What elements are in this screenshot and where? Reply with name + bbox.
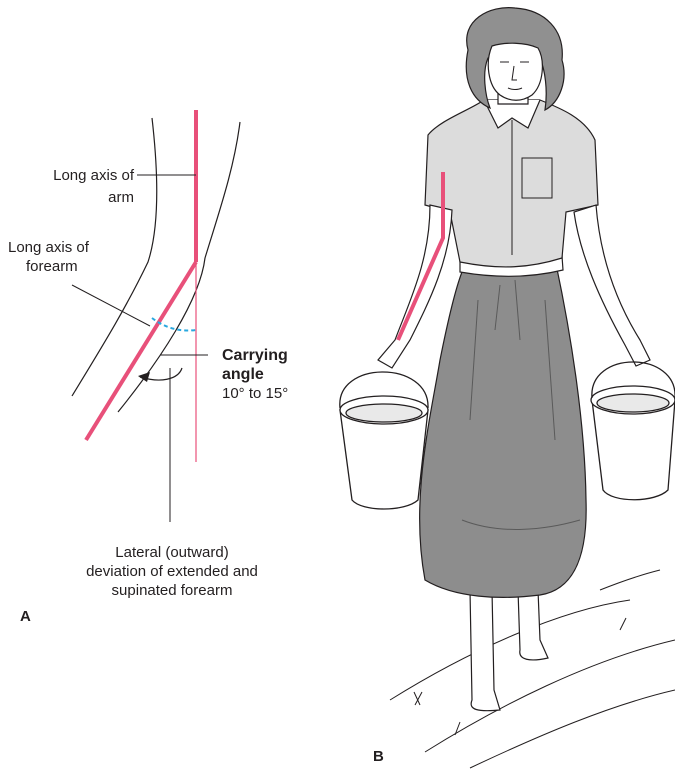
label-line: forearm bbox=[8, 257, 89, 276]
right-arm bbox=[574, 205, 650, 366]
label-lateral-deviation: Lateral (outward) deviation of extended … bbox=[52, 543, 292, 600]
label-line: Long axis of bbox=[53, 166, 134, 185]
label-line: Lateral (outward) bbox=[52, 543, 292, 562]
label-long-axis-forearm: Long axis of forearm bbox=[8, 238, 89, 276]
label-carrying-angle: Carrying angle bbox=[222, 346, 288, 384]
woman-illustration bbox=[378, 8, 650, 711]
forearm-long-axis bbox=[86, 262, 196, 440]
label-line: angle bbox=[222, 365, 288, 384]
label-line: Carrying bbox=[222, 346, 288, 365]
label-long-axis-arm: Long axis of bbox=[53, 166, 134, 185]
right-bucket bbox=[591, 362, 675, 500]
label-line: deviation of extended and bbox=[52, 562, 292, 581]
panel-label-b: B bbox=[373, 748, 384, 765]
label-carrying-angle-range: 10° to 15° bbox=[222, 384, 288, 403]
leader-lines bbox=[72, 175, 208, 522]
panel-label-a: A bbox=[20, 608, 31, 625]
face bbox=[488, 43, 542, 100]
arm-outline bbox=[72, 118, 240, 412]
legs bbox=[470, 590, 500, 711]
label-line: Long axis of bbox=[8, 238, 89, 257]
skirt bbox=[420, 264, 587, 597]
left-arm bbox=[378, 205, 452, 368]
left-bucket bbox=[340, 372, 428, 509]
label-line: supinated forearm bbox=[52, 581, 292, 600]
deviation-arrowhead bbox=[138, 372, 150, 382]
label-long-axis-arm-2: arm bbox=[108, 188, 134, 207]
label-line: arm bbox=[108, 188, 134, 207]
